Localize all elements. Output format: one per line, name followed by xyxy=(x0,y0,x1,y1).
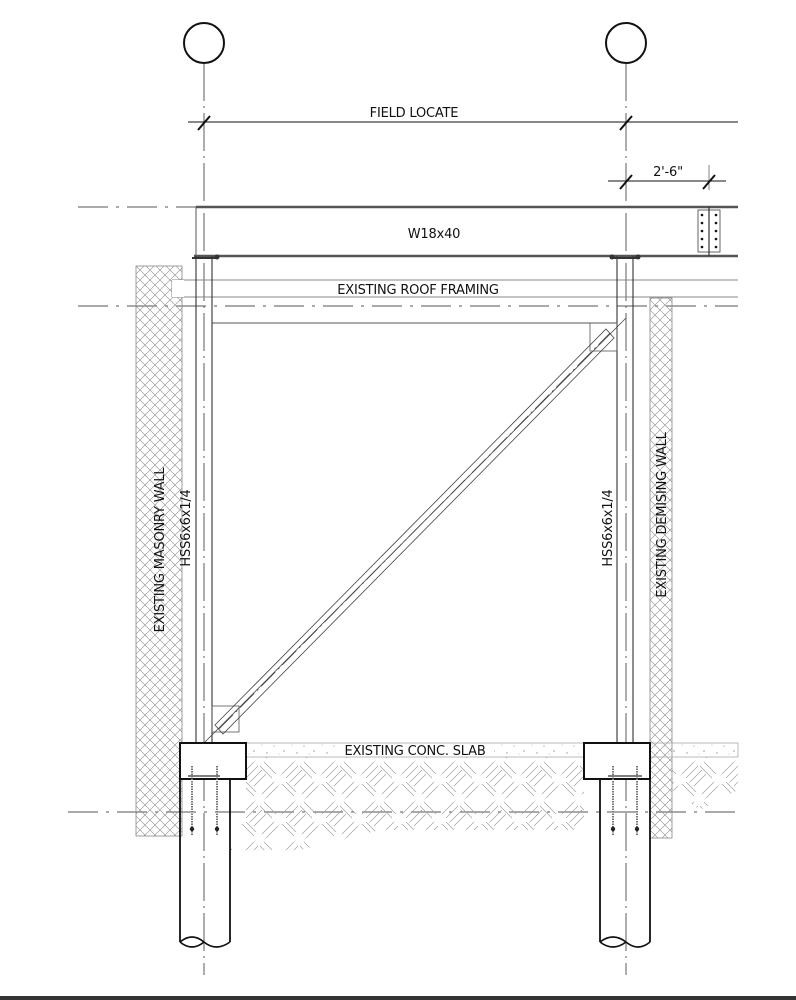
existing-concrete-slab: EXISTING CONC. SLAB xyxy=(245,742,739,759)
roof-framing-label: EXISTING ROOF FRAMING xyxy=(337,283,499,298)
existing-demising-wall: EXISTING DEMISING WALL xyxy=(649,297,673,839)
left-column-label: HSS6x6x1/4 xyxy=(179,489,194,566)
dimension-beam-extension: 2'-6" xyxy=(608,165,726,190)
beam-splice-plate xyxy=(697,207,721,256)
earth-fill xyxy=(230,757,738,850)
right-column-label: HSS6x6x1/4 xyxy=(601,489,616,566)
dimension-field-locate: FIELD LOCATE xyxy=(188,106,738,131)
left-wall-label: EXISTING MASONRY WALL xyxy=(153,467,168,633)
column-left-hss: HSS6x6x1/4 xyxy=(179,254,220,743)
beam-w18x40: W18x40 xyxy=(194,205,738,258)
diagonal-brace xyxy=(203,317,627,744)
existing-masonry-wall: EXISTING MASONRY WALL xyxy=(135,265,184,837)
beam-label: W18x40 xyxy=(408,227,460,242)
bottom-border-bar xyxy=(0,996,796,1000)
grid-lines xyxy=(203,63,627,975)
column-right-hss: HSS6x6x1/4 xyxy=(601,254,641,743)
footing-right xyxy=(583,742,651,948)
gusset-plates xyxy=(211,322,618,733)
right-wall-label: EXISTING DEMISING WALL xyxy=(655,431,670,597)
grid-bubble-left xyxy=(183,22,225,64)
dimension-label-field-locate: FIELD LOCATE xyxy=(370,106,459,121)
grid-bubble-right xyxy=(605,22,647,64)
dimension-label-2-6: 2'-6" xyxy=(653,165,683,180)
slab-label: EXISTING CONC. SLAB xyxy=(344,744,485,759)
footing-left xyxy=(179,742,247,948)
